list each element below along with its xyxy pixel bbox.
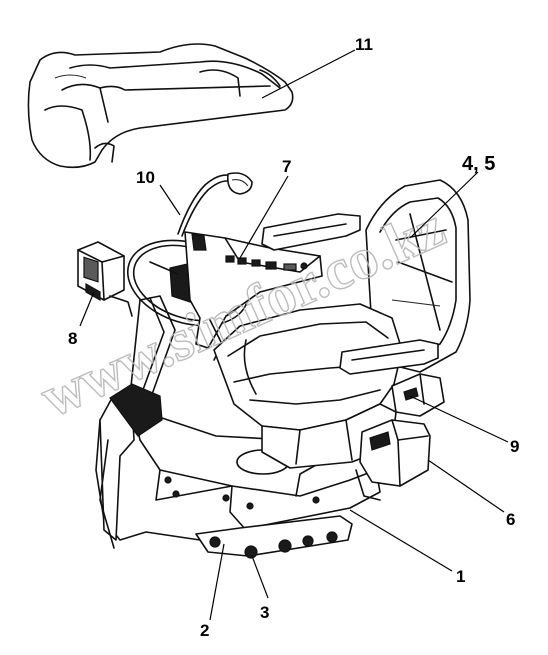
- callout-9: 9: [510, 437, 519, 456]
- callout-7: 7: [282, 157, 291, 176]
- callout-10: 10: [136, 168, 155, 187]
- leader-45: [409, 171, 479, 239]
- leader-7: [239, 175, 289, 259]
- leader-9: [409, 395, 509, 443]
- leader-1: [349, 509, 453, 572]
- leader-6: [427, 459, 505, 513]
- steering-console-part-7: [126, 231, 323, 401]
- callout-8: 8: [68, 329, 77, 348]
- callout-6: 6: [506, 510, 515, 529]
- seat-cushion-part-11: [27, 43, 294, 169]
- lamp-part-10: [177, 172, 253, 237]
- leader-3: [251, 555, 269, 599]
- callout-4-5: 4, 5: [462, 153, 495, 175]
- leader-lines: [79, 49, 509, 621]
- leader-8: [79, 291, 95, 327]
- leader-2: [209, 543, 225, 621]
- callout-3: 3: [260, 603, 269, 622]
- callout-2: 2: [200, 621, 209, 640]
- callout-1: 1: [456, 567, 465, 586]
- adjust-lever-part-9: [391, 373, 445, 417]
- leader-11: [261, 49, 356, 99]
- display-unit-part-8: [77, 241, 133, 317]
- callout-labels: 11 10 7 4, 5 8 9 6 1 2 3: [68, 35, 519, 640]
- leader-10: [159, 184, 181, 216]
- side-console-part-6: [355, 419, 431, 501]
- base-platform-part-1: [95, 383, 381, 559]
- callout-11: 11: [355, 35, 373, 54]
